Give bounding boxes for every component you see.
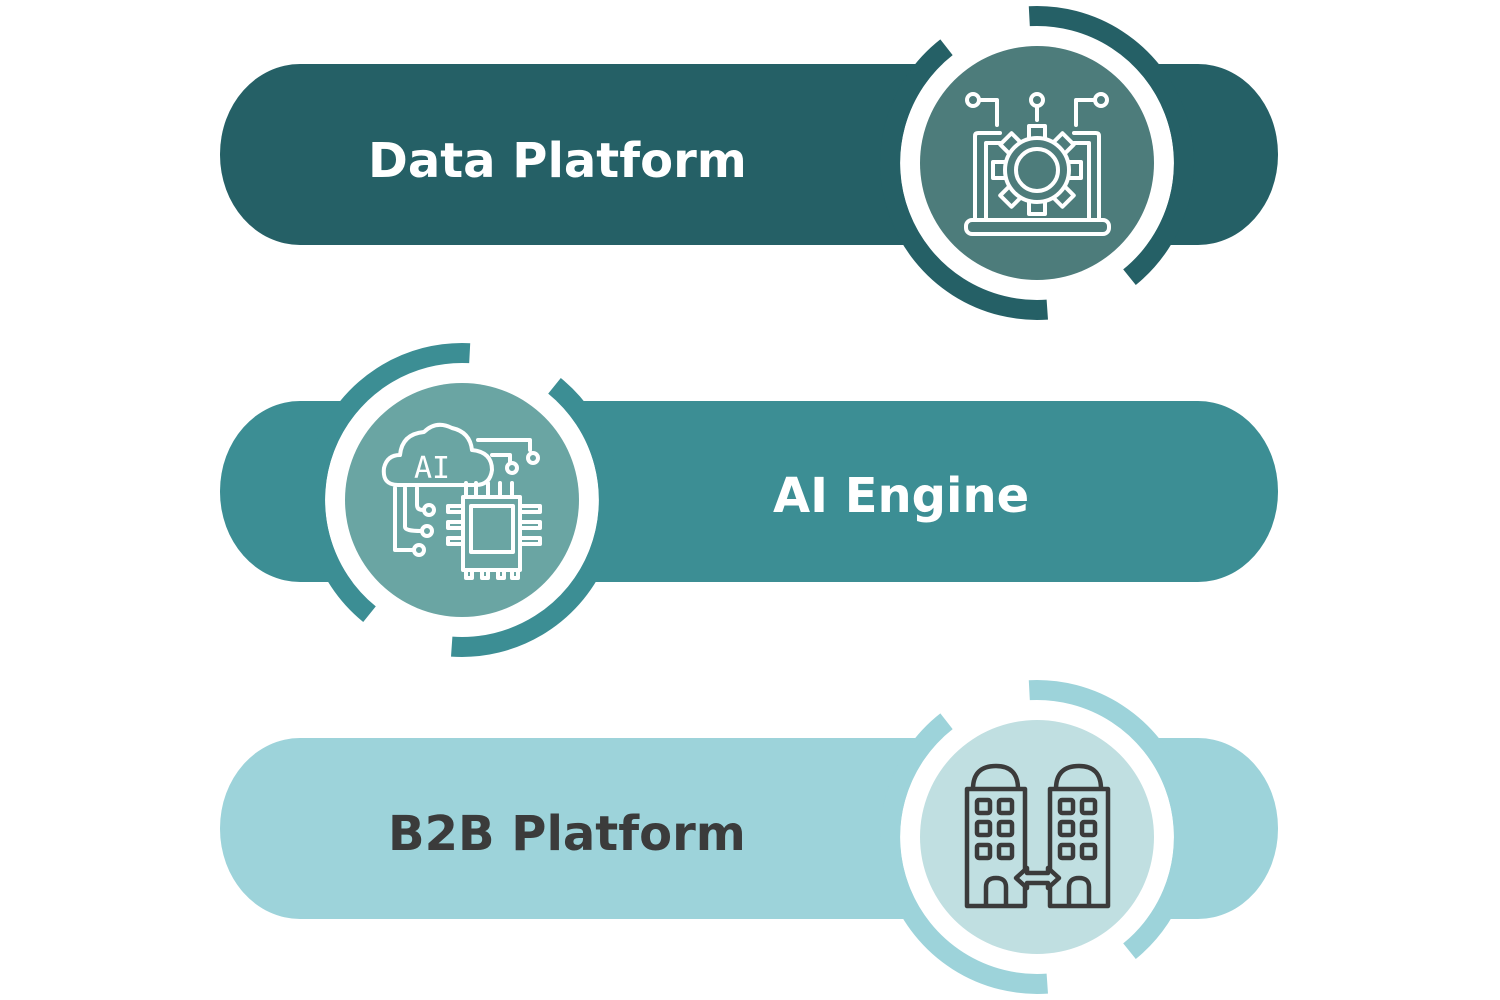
item-label: Data Platform (368, 133, 747, 189)
connected-buildings-icon (964, 763, 1111, 909)
item-label: B2B Platform (388, 806, 746, 862)
ai-icon-text: AI (414, 451, 450, 486)
ring-arc (880, 39, 1048, 320)
icon-circle (920, 720, 1154, 954)
ring-arc (1028, 680, 1194, 959)
item-b2b-platform: B2B Platform (220, 680, 1278, 994)
laptop-gear-icon (964, 92, 1111, 236)
item-label: AI Engine (773, 468, 1029, 524)
ring-arc (880, 713, 1048, 994)
ring-arc (1028, 6, 1194, 285)
ai-cloud-chip-icon: AI (381, 422, 542, 580)
item-ai-engine: AI Engine AI (220, 343, 1278, 657)
ring-arc (451, 378, 619, 657)
item-data-platform: Data Platform (220, 6, 1278, 320)
ring-arc (305, 343, 471, 622)
